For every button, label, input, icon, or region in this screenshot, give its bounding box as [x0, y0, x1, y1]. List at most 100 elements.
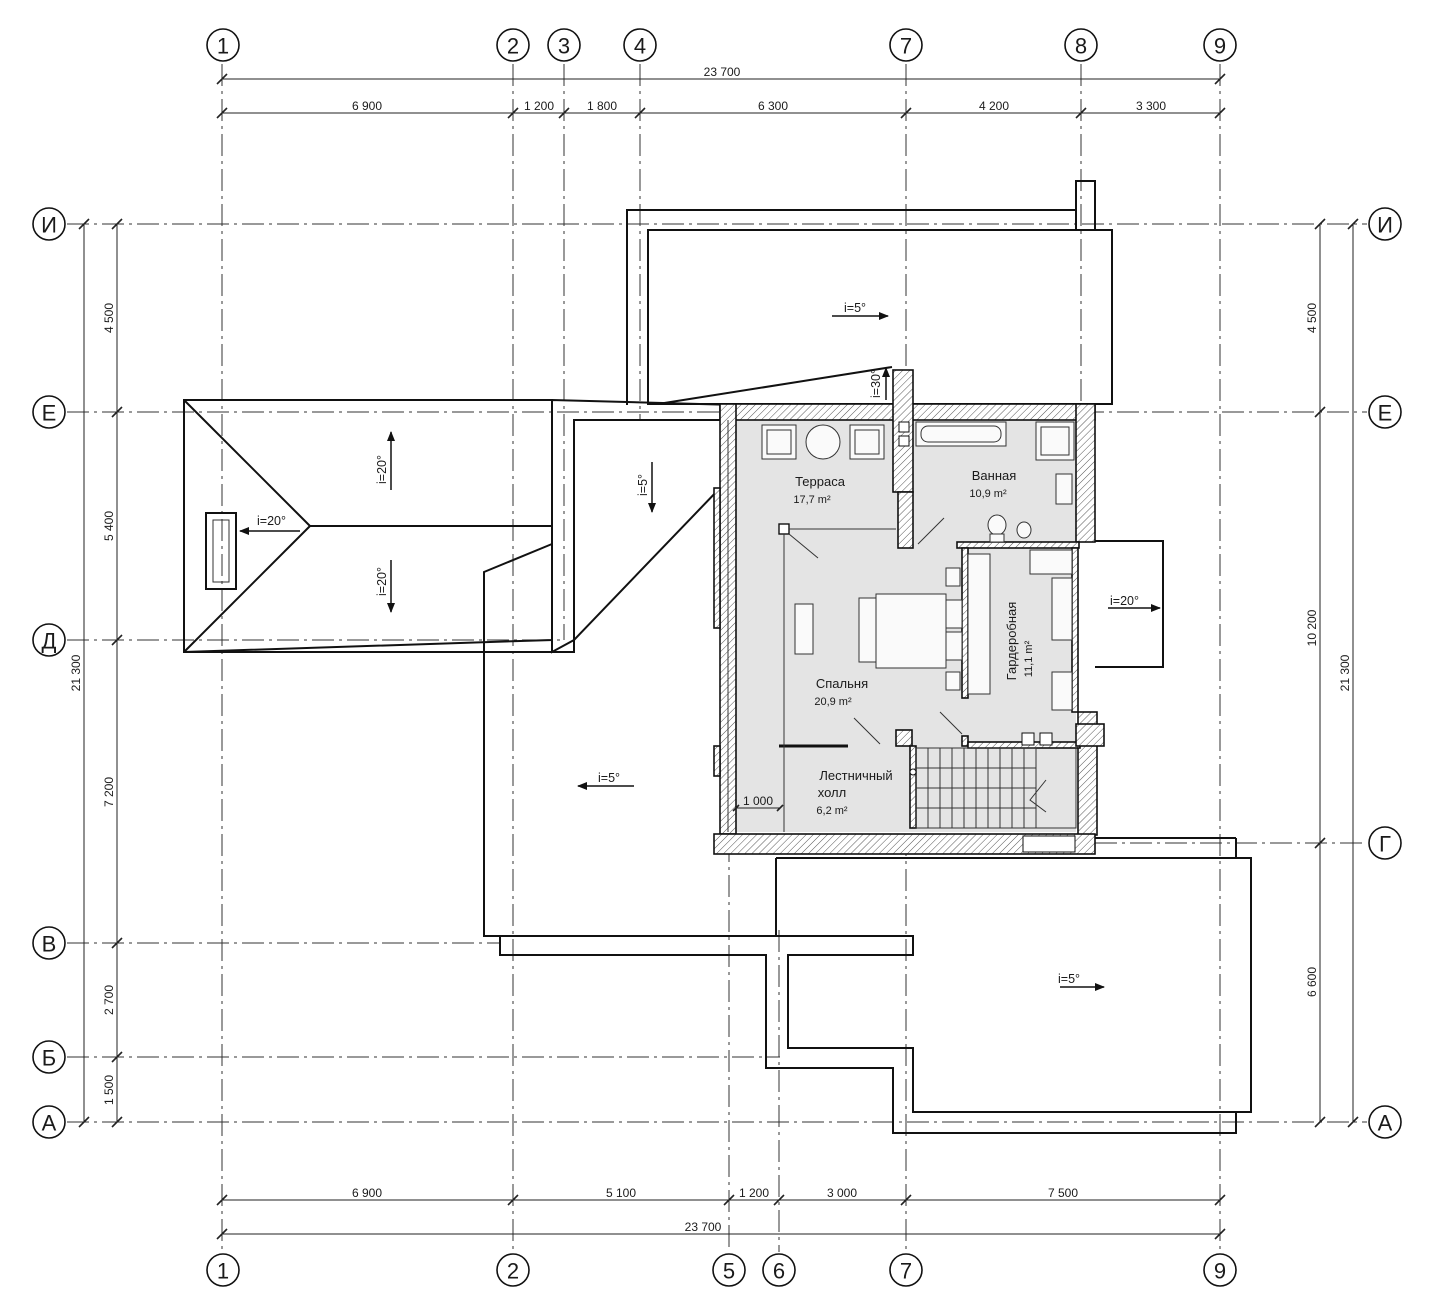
dim-left-seg-5: 1 500: [102, 1075, 116, 1105]
dimension-tick: [507, 107, 519, 119]
stair-hall-dim: 1 000: [743, 794, 773, 808]
dim-bottom-seg-1: 6 900: [352, 1186, 382, 1200]
slope-mid-roof: i=5°: [636, 474, 650, 496]
dimension-tick: [1314, 406, 1326, 418]
bath-name: Ванная: [972, 468, 1017, 483]
dimension-tick: [1314, 218, 1326, 230]
axis-top-3: 3: [558, 34, 570, 59]
slope-small-roof: i=30°: [869, 369, 883, 398]
axis-right-a: А: [1378, 1111, 1393, 1136]
axis-bubbles-left: И Е Д В Б А: [32, 207, 66, 1139]
dimension-tick: [216, 107, 228, 119]
axis-bottom-1: 1: [217, 1259, 229, 1284]
dim-left-seg-3: 7 200: [102, 777, 116, 807]
dim-right-seg-1: 4 500: [1305, 303, 1319, 333]
dim-top-seg-1: 6 900: [352, 99, 382, 113]
wardrobe-rack-top: [1029, 549, 1073, 575]
axis-top-9: 9: [1214, 34, 1226, 59]
slope-right-roof: i=20°: [1110, 594, 1139, 608]
grid-axes: [67, 64, 1367, 1252]
dimension-tick: [900, 107, 912, 119]
slope-lower-left-roof: i=5°: [598, 771, 620, 785]
axis-left-v: В: [42, 932, 57, 957]
dimension-tick: [1214, 1194, 1226, 1206]
wardrobe-rack-right: [1051, 577, 1073, 641]
axis-top-4: 4: [634, 34, 646, 59]
axis-bottom-2: 2: [507, 1259, 519, 1284]
dimension-tick: [111, 634, 123, 646]
dimension-tick: [558, 107, 570, 119]
chimney: [205, 512, 237, 590]
axis-bottom-9: 9: [1214, 1259, 1226, 1284]
stair-hall-name-2: холл: [818, 785, 846, 800]
stair-hall-area: 6,2 m²: [816, 805, 848, 817]
dim-left-overall: 21 300: [69, 654, 83, 691]
axis-bubbles-top: 1 2 3 4 7 8 9: [206, 28, 1237, 62]
dim-bottom-seg-2: 5 100: [606, 1186, 636, 1200]
dim-bottom-seg-5: 7 500: [1048, 1186, 1078, 1200]
slope-arrows: i=5° i=30° i=20° i=20° i=20° i=5° i=20° …: [239, 301, 1161, 991]
desk: [794, 603, 814, 655]
roof-outlines: [183, 180, 1252, 1134]
dimension-tick: [773, 1194, 785, 1206]
dim-bottom-seg-3: 1 200: [739, 1186, 769, 1200]
bedroom-name: Спальня: [816, 676, 868, 691]
bedroom-area: 20,9 m²: [814, 696, 852, 708]
dimension-tick: [111, 406, 123, 418]
axis-bottom-7: 7: [900, 1259, 912, 1284]
axis-right-i: И: [1377, 213, 1393, 238]
dimension-tick: [1075, 107, 1087, 119]
dimension-tick: [900, 1194, 912, 1206]
terrace-area: 17,7 m²: [793, 494, 831, 506]
axis-left-a: А: [42, 1111, 57, 1136]
axis-top-1: 1: [217, 34, 229, 59]
dimension-tick: [111, 1051, 123, 1063]
dimension-tick: [507, 1194, 519, 1206]
axis-right-g: Г: [1379, 832, 1391, 857]
dimension-tick: [723, 1194, 735, 1206]
dimension-tick: [111, 218, 123, 230]
axis-bubbles-bottom: 1 2 5 6 7 9: [206, 1253, 1237, 1287]
slope-hip-left: i=20°: [257, 514, 286, 528]
bidet: [1016, 521, 1032, 539]
axis-left-i: И: [41, 213, 57, 238]
dim-left-seg-2: 5 400: [102, 511, 116, 541]
axis-top-2: 2: [507, 34, 519, 59]
dim-left-seg-1: 4 500: [102, 303, 116, 333]
dim-bottom-seg-4: 3 000: [827, 1186, 857, 1200]
dimension-tick: [111, 937, 123, 949]
toilet: [987, 514, 1007, 536]
dim-right-overall: 21 300: [1338, 654, 1352, 691]
dimension-tick: [1314, 1116, 1326, 1128]
dim-top-overall: 23 700: [704, 65, 741, 79]
dim-top-seg-6: 3 300: [1136, 99, 1166, 113]
axis-bubbles-right: И Е Г А: [1368, 207, 1402, 1139]
furniture: [732, 421, 1077, 832]
axis-bottom-6: 6: [773, 1259, 785, 1284]
dimension-tick: [1314, 837, 1326, 849]
round-table: [805, 424, 841, 460]
dimension-lines: [78, 73, 1359, 1240]
dim-top-seg-5: 4 200: [979, 99, 1009, 113]
slope-hip-up: i=20°: [375, 455, 389, 484]
axis-left-b: Б: [42, 1046, 56, 1071]
wardrobe-rack-left: [967, 553, 991, 695]
terrace-name: Терраса: [795, 474, 846, 489]
stair-hall-name-1: Лестничный: [819, 768, 892, 783]
axis-right-e: Е: [1378, 401, 1393, 426]
dimension-tick: [111, 1116, 123, 1128]
bed: [875, 593, 947, 669]
slope-lower-right-roof: i=5°: [1058, 972, 1080, 986]
dim-top-seg-2: 1 200: [524, 99, 554, 113]
wardrobe-area: 11,1 m²: [1023, 640, 1035, 677]
slope-top-roof: i=5°: [844, 301, 866, 315]
wardrobe-name: Гардеробная: [1004, 602, 1019, 681]
dim-right-seg-2: 10 200: [1305, 609, 1319, 646]
axis-bottom-5: 5: [723, 1259, 735, 1284]
washbasin: [1055, 473, 1073, 505]
axis-top-8: 8: [1075, 34, 1087, 59]
dimension-tick: [216, 1194, 228, 1206]
dim-right-seg-3: 6 600: [1305, 967, 1319, 997]
dim-top-seg-3: 1 800: [587, 99, 617, 113]
